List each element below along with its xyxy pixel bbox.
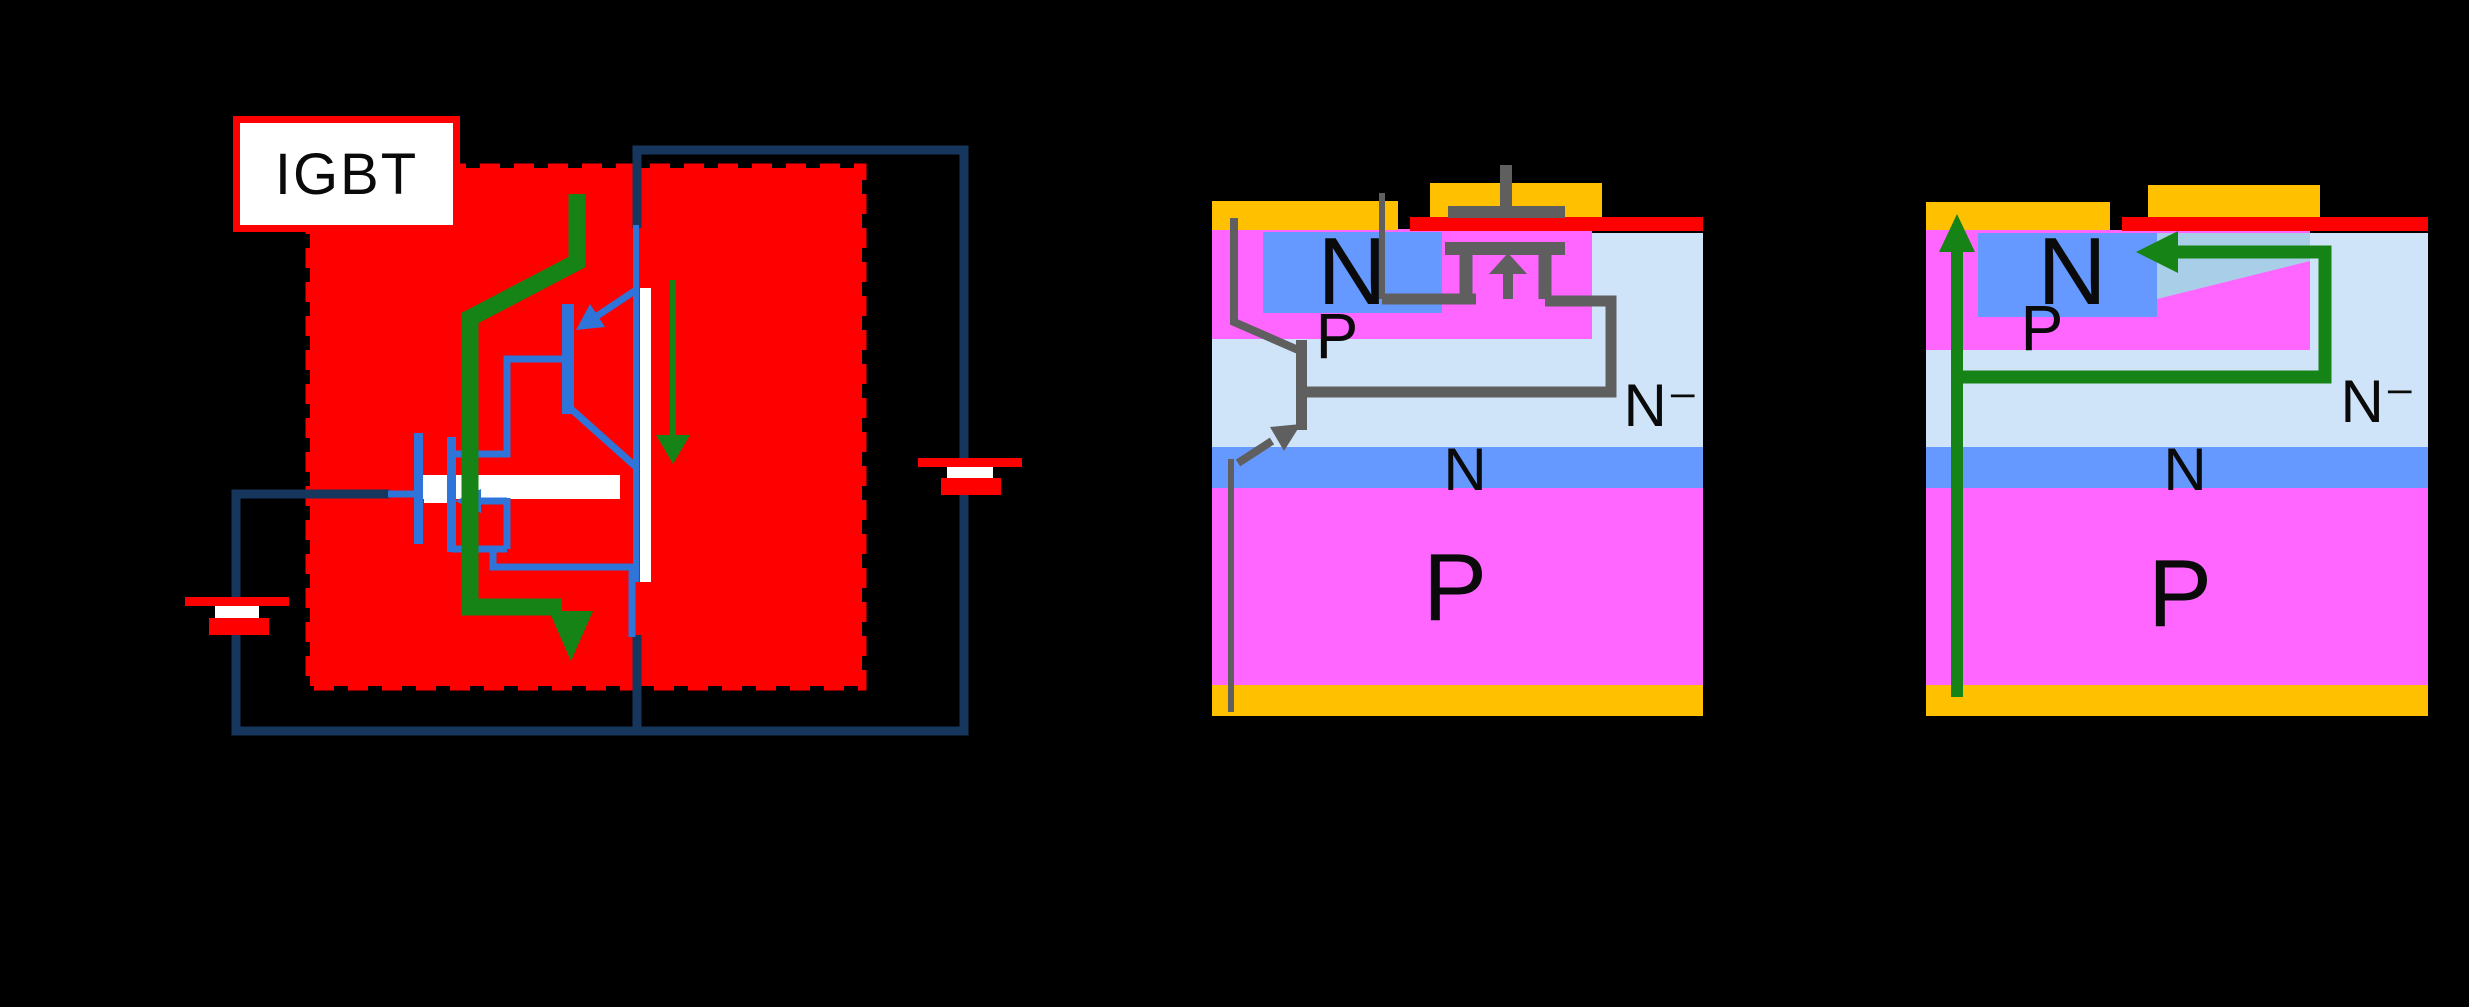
gate-contact: [2148, 185, 2320, 220]
emitter-diagonal: [592, 287, 638, 321]
main-current-arrow: [1939, 214, 1975, 697]
electron-current-arrow: [656, 280, 690, 464]
emitter-contact: [1212, 201, 1398, 230]
gate-bar: [414, 433, 423, 544]
middle-p-well-label: P: [1315, 300, 1359, 372]
source-to-emitter-wire: [489, 549, 636, 637]
vertical-arrowhead-icon: [1939, 214, 1975, 252]
n-buffer-region: [1926, 447, 2428, 488]
channel-arrowhead-icon: [1489, 253, 1527, 274]
collector-lead-wire: [1230, 218, 1307, 357]
loop-shaft: [1957, 245, 2332, 384]
p-substrate-region: [1212, 488, 1703, 685]
gate-channel-bar: [1445, 242, 1565, 255]
middle-n-buffer-label: N: [1443, 436, 1487, 503]
battery-gap: [215, 606, 259, 618]
igbt-equivalent-circuit: [185, 145, 1022, 736]
emitter-arrowhead-icon: [1270, 424, 1301, 451]
battery-plate-short: [209, 618, 269, 635]
battery-plate-long: [918, 458, 1022, 467]
electron-loop-path: [1957, 231, 2332, 384]
right-n-source-label: N: [2037, 218, 2107, 325]
base-to-drain-wire: [454, 355, 566, 458]
gate-drive-wire: [231, 489, 390, 599]
right-p-substrate-label: P: [2147, 540, 2213, 647]
n-buffer-region: [1212, 447, 1703, 488]
collector-diagonal: [567, 405, 639, 470]
middle-p-substrate-label: P: [1422, 534, 1488, 641]
igbt-label-box: IGBT: [233, 116, 460, 232]
thin-green-arrowhead-icon: [656, 435, 690, 464]
igbt-cross-section-middle: [1212, 165, 1703, 716]
drain-to-base-wire: [1302, 295, 1617, 398]
igbt-cross-section-right: [1926, 185, 2428, 716]
collector-contact: [1212, 685, 1703, 716]
igbt-label: IGBT: [274, 141, 419, 207]
middle-n-drift-label: N⁻: [1623, 372, 1699, 439]
right-n-buffer-label: N: [2163, 436, 2207, 503]
p-substrate-region: [1926, 488, 2428, 685]
pnp-base-bar: [562, 304, 574, 414]
collector-white-bar: [640, 288, 651, 582]
gate-oxide-line: [1410, 217, 1703, 231]
emitter-arrowhead-icon: [576, 304, 605, 330]
middle-n-source-label: N: [1317, 218, 1387, 325]
n-source-region: [1978, 233, 2157, 317]
thick-green-path: [461, 194, 586, 616]
battery-plate-long: [185, 597, 289, 606]
pnp-base-bar: [1296, 340, 1307, 430]
right-p-well-label: P: [2020, 292, 2064, 364]
right-n-drift-label: N⁻: [2340, 368, 2416, 435]
supply-wire-bottom: [231, 492, 969, 736]
battery-plate-short: [941, 478, 1001, 495]
mosfet-oxide-gap: [424, 477, 448, 503]
battery-gap: [947, 467, 993, 478]
pnp-transistor-symbol: [454, 225, 639, 582]
collector-supply-wire-top: [632, 145, 969, 458]
overlay-mosfet-symbol: [1302, 165, 1617, 398]
channel-bar: [447, 437, 456, 552]
thick-green-arrowhead-icon: [549, 611, 593, 661]
loop-arrowhead-icon: [2136, 231, 2178, 273]
hole-current-path: [461, 194, 593, 661]
emitter-diagonal: [1235, 437, 1275, 467]
gate-oxide-line: [2122, 217, 2428, 231]
collector-battery-icon: [918, 458, 1022, 495]
igbt-dashed-boundary: [305, 163, 867, 691]
overlay-pnp-symbol: [1228, 218, 1307, 712]
gate-battery-icon: [185, 597, 289, 635]
gate-top-bar: [1448, 206, 1565, 218]
collector-contact: [1926, 685, 2428, 716]
